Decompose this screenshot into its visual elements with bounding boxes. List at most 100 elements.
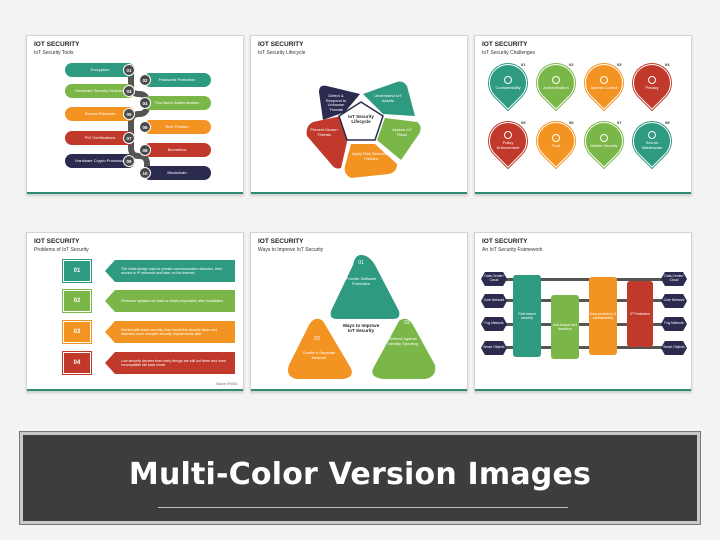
challenge-content: Confidentiality <box>489 64 527 102</box>
slide-subtitle: Ways to Improve IoT Security <box>258 247 324 253</box>
challenge-icon <box>504 131 512 140</box>
slide-subtitle: An IoT Security Framework <box>482 247 543 253</box>
slide-subtitle: IoT Security Tools <box>34 50 74 56</box>
challenge-number: 07 <box>617 120 622 125</box>
challenge-label: Privacy <box>645 84 659 90</box>
source-note: Source: ENISA <box>215 382 237 386</box>
banner-underline <box>158 507 568 508</box>
challenge-content: Trust <box>537 122 575 160</box>
challenge-number: 08 <box>665 120 670 125</box>
challenge-label: Policy Enforcement <box>496 140 520 150</box>
banner-title: Multi-Color Version Images <box>128 457 592 492</box>
lifecycle-segment-label: Understand IoT Assets <box>374 93 402 103</box>
challenge-number: 01 <box>521 62 526 67</box>
tool-number: 06 <box>139 121 151 133</box>
challenge-number: 06 <box>569 120 574 125</box>
problem-text: Low security devices from early design a… <box>105 352 235 374</box>
framework-layer-right: Smart Objects <box>661 341 687 355</box>
problem-text: The initial design was for private commu… <box>105 260 235 282</box>
problem-row: 02 Firmware updates are hard or nearly i… <box>62 289 235 313</box>
challenge-label: Secure Middleware <box>641 140 663 150</box>
tool-pill-right: Biometrics <box>143 143 211 157</box>
slide-iot-security-tools[interactable]: IOT SECURITY IoT Security Tools Encrypti… <box>26 35 244 195</box>
slide-subtitle: IoT Security Lifecycle <box>258 50 306 56</box>
tool-pill-right: Two factor Authentication <box>143 96 211 110</box>
challenge-icon <box>552 75 560 84</box>
challenge-icon <box>648 75 656 84</box>
tool-pill-right: Password Protection <box>143 73 211 87</box>
challenge-icon <box>600 75 608 84</box>
title-banner: Multi-Color Version Images <box>19 431 701 525</box>
slide-title: IOT SECURITY <box>482 41 528 48</box>
slide-title: IOT SECURITY <box>34 41 80 48</box>
ways-center: Ways to Improve IoT Security <box>342 323 380 334</box>
ways-number: 01 <box>358 260 364 266</box>
tool-number: 08 <box>139 144 151 156</box>
ways-label: Defend Against Identity Spoofing <box>388 336 418 346</box>
tool-pill-left: Secure Elements <box>65 107 135 121</box>
slide-title: IOT SECURITY <box>258 238 304 245</box>
lifecycle-segment-label: Prevent Known Threats <box>310 127 338 137</box>
challenge-label: Authentication <box>543 84 569 90</box>
slide-ways-to-improve-iot-security[interactable]: IOT SECURITY Ways to Improve IoT Securit… <box>250 232 468 392</box>
ways-label: Create a Separate Network <box>302 350 336 360</box>
problem-row: 04 Low security devices from early desig… <box>62 351 235 375</box>
challenge-content: Access Control <box>585 64 623 102</box>
tool-pill-left: Hardware Crypto Processor <box>65 154 135 168</box>
framework-column: Role based security <box>513 275 541 357</box>
challenge-icon <box>648 131 656 140</box>
problem-number: 01 <box>62 259 92 283</box>
lifecycle-segment-label: Apply Risk Reduction Policies <box>351 151 391 161</box>
framework-layer-left: Smart Objects <box>481 341 507 355</box>
challenge-icon <box>504 75 512 84</box>
ways-triangle <box>288 255 436 379</box>
lifecycle-pentagon <box>306 81 421 178</box>
snake-path <box>128 66 150 177</box>
slide-subtitle: Problems of IoT Security <box>34 247 89 253</box>
slide-subtitle: IoT Security Challenges <box>482 50 535 56</box>
tool-number: 10 <box>139 167 151 179</box>
framework-bars <box>505 278 663 349</box>
slide-grid: IOT SECURITY IoT Security Tools Encrypti… <box>26 35 692 392</box>
framework-layer-right: Fog Network <box>661 317 687 331</box>
problem-row: 03 Started with basic security, then fou… <box>62 320 235 344</box>
challenge-label: Confidentiality <box>495 84 521 90</box>
challenge-content: Privacy <box>633 64 671 102</box>
challenge-label: Trust <box>551 142 561 148</box>
slide-title: IOT SECURITY <box>482 238 528 245</box>
tool-number: 09 <box>123 155 135 167</box>
problem-number: 03 <box>62 320 92 344</box>
framework-column: Anti-tamper and detection <box>551 295 579 359</box>
slide-iot-security-framework[interactable]: IOT SECURITY An IoT Security Framework D… <box>474 232 692 392</box>
ways-number: 02 <box>404 320 410 326</box>
slide-problems-of-iot-security[interactable]: IOT SECURITY Problems of IoT Security 01… <box>26 232 244 392</box>
tool-pill-left: PKI Certifications <box>65 131 135 145</box>
challenge-label: Access Control <box>590 84 618 90</box>
tool-number: 01 <box>123 64 135 76</box>
challenge-content: Mobile Security <box>585 122 623 160</box>
problem-number: 04 <box>62 351 92 375</box>
problem-row: 01 The initial design was for private co… <box>62 259 235 283</box>
framework-column: Data protection & confidentiality <box>589 277 617 355</box>
challenge-label: Mobile Security <box>590 142 618 148</box>
slide-title: IOT SECURITY <box>34 238 80 245</box>
challenge-number: 05 <box>521 120 526 125</box>
ways-number: 03 <box>314 336 320 342</box>
framework-layer-left: Core Network <box>481 294 507 308</box>
framework-column: IP Protection <box>627 281 653 347</box>
slide-iot-security-lifecycle[interactable]: IOT SECURITY IoT Security Lifecycle IoT … <box>250 35 468 195</box>
challenge-content: Policy Enforcement <box>489 122 527 160</box>
tool-number: 02 <box>139 74 151 86</box>
lifecycle-segment-label: Detect & Respond to Unknown Threats <box>325 93 347 112</box>
tool-pill-right: Blockchain <box>143 166 211 180</box>
slide-iot-security-challenges[interactable]: IOT SECURITY IoT Security Challenges Con… <box>474 35 692 195</box>
tool-pill-right: Role Feature <box>143 120 211 134</box>
slide-title: IOT SECURITY <box>258 41 304 48</box>
challenge-content: Authentication <box>537 64 575 102</box>
tool-pill-left: Hardware Security Modules <box>65 84 135 98</box>
tool-number: 04 <box>139 97 151 109</box>
framework-layer-left: Data Center/ Cloud <box>481 272 507 286</box>
tool-pill-left: Encryption <box>65 63 135 77</box>
challenge-number: 04 <box>665 62 670 67</box>
challenge-icon <box>552 133 560 142</box>
